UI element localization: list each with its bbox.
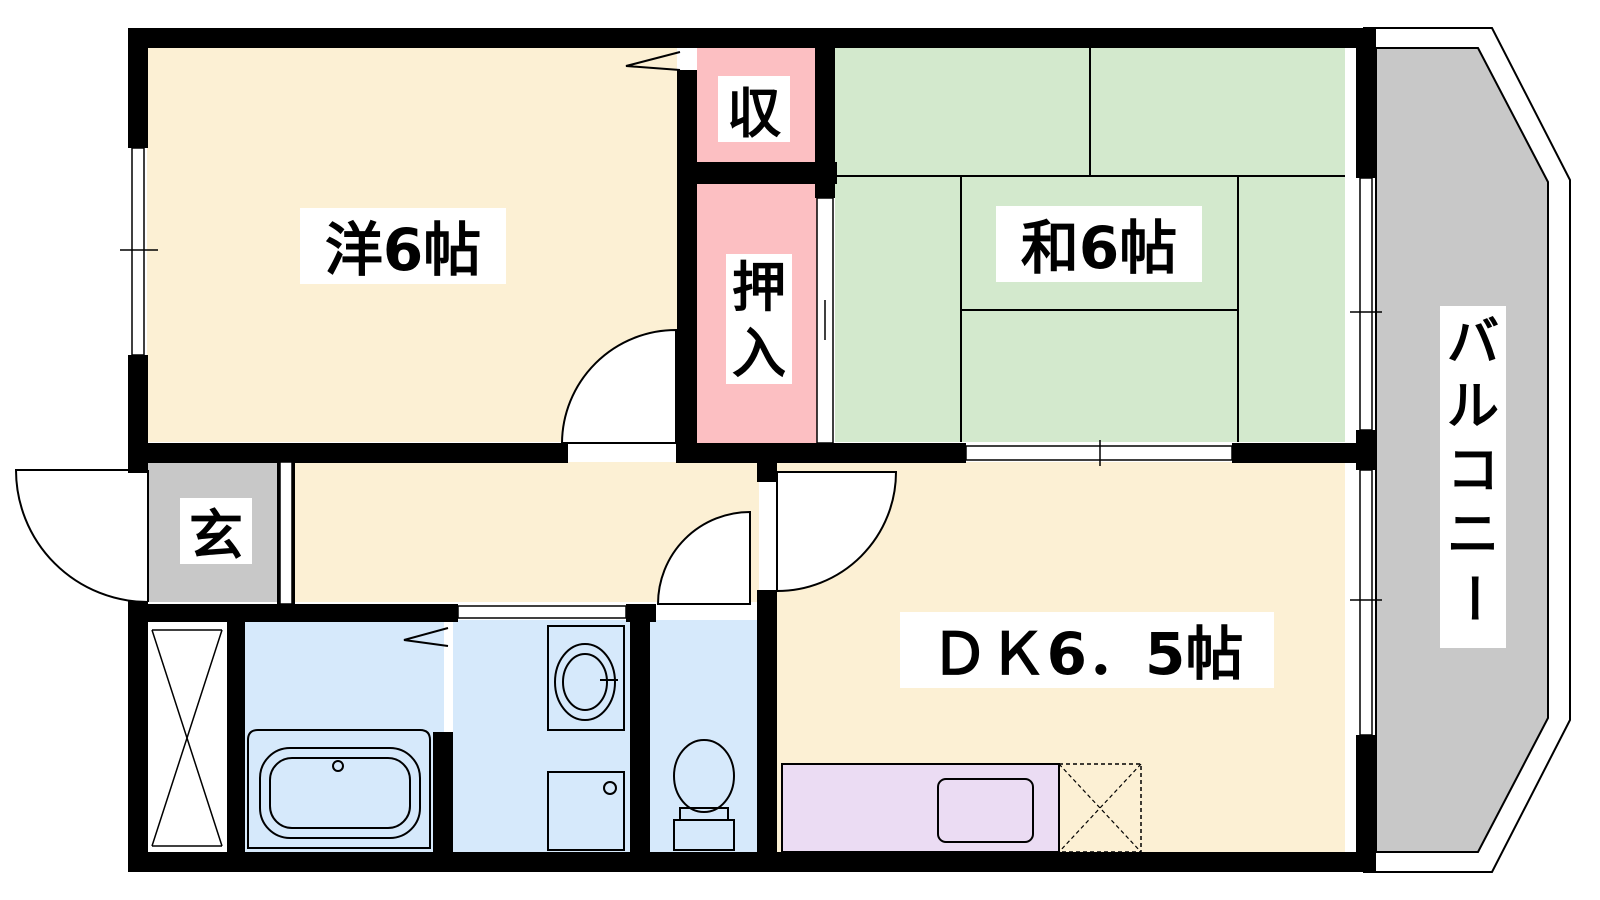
washroom-floor (453, 620, 630, 852)
balcony-label-char-4: ニ (1447, 505, 1499, 565)
washroom-door (656, 510, 751, 605)
washing-machine-space (547, 771, 625, 851)
walls (128, 28, 1376, 872)
window-western (131, 147, 145, 356)
bathtub (247, 729, 431, 849)
storage-label: 収 (727, 82, 781, 145)
closet-label-top: 押 (732, 256, 786, 319)
western-door (560, 328, 677, 444)
tatami-lines (835, 47, 1345, 442)
shoe-closet-lines (151, 629, 223, 847)
bathroom-floor (244, 620, 444, 852)
washbasin (547, 625, 625, 731)
sink (937, 778, 1034, 843)
balcony-label-char-2: ル (1447, 377, 1499, 437)
western-room-label-group: 洋6帖 (300, 208, 506, 284)
closet-label-bottom: 入 (732, 322, 786, 385)
doors (14, 51, 898, 647)
entrance-door (14, 469, 149, 603)
dk-label: ＤＫ6．5帖 (931, 620, 1244, 688)
dk-door (776, 471, 898, 593)
entrance-label: 玄 (189, 504, 243, 567)
japanese-room-label: 和6帖 (1021, 214, 1177, 282)
dk-label-group: ＤＫ6．5帖 (900, 612, 1274, 688)
kitchen-counter (781, 763, 1142, 853)
entrance-label-group: 玄 (180, 498, 252, 567)
toilet-floor (648, 620, 759, 852)
balcony-label-char-3: コ (1447, 441, 1499, 501)
washroom-sliding-door (457, 605, 627, 619)
entrance-inner-step (279, 461, 293, 605)
windows (120, 147, 1382, 736)
japanese-room-label-group: 和6帖 (996, 206, 1202, 282)
window-dk-balcony (1359, 469, 1373, 736)
balcony-label-char-5: ー (1442, 572, 1502, 624)
window-japanese-balcony (1359, 177, 1373, 431)
western-room-label: 洋6帖 (325, 216, 481, 284)
balcony-label-group: バ ル コ ニ ー (1440, 306, 1506, 648)
balcony-label-char-1: バ (1447, 313, 1499, 373)
closet-label-group: 押 入 (726, 254, 792, 385)
storage-label-group: 収 (718, 76, 790, 145)
window-japanese-dk (965, 445, 1233, 461)
toilet (673, 739, 735, 851)
